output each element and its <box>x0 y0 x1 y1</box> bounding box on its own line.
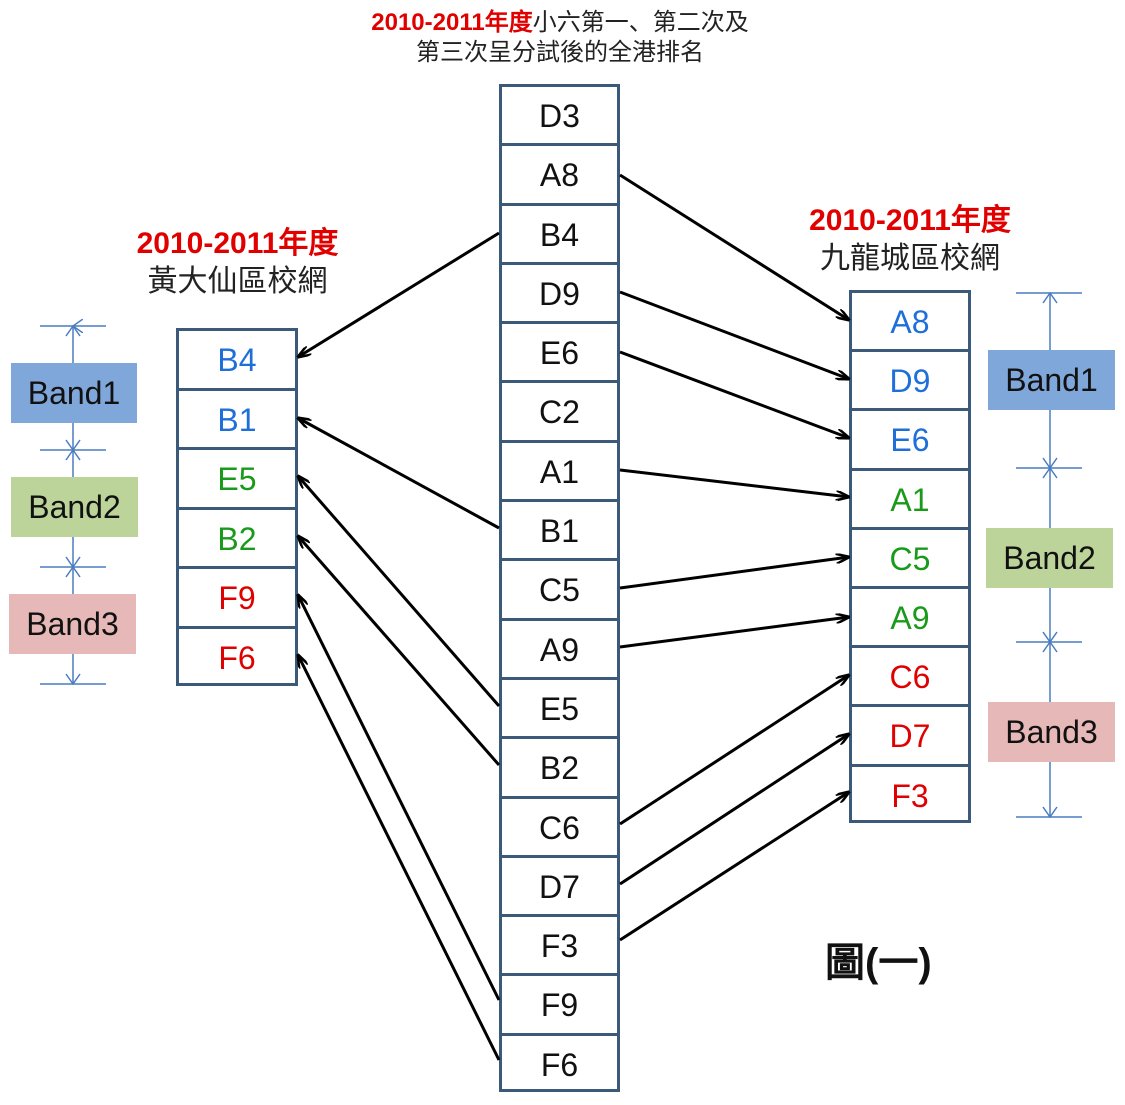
right-cell-d7: D7 <box>852 707 968 767</box>
rank-cell-a1: A1 <box>502 443 617 503</box>
right-cell-a9: A9 <box>852 589 968 649</box>
left-title-year: 2010-2011年度 <box>136 227 339 260</box>
arrow-c5-to-right <box>619 557 849 590</box>
left-cell-f9: F9 <box>179 569 295 629</box>
rank-cell-e5: E5 <box>502 680 617 740</box>
right-band1-label: Band1 <box>988 350 1115 410</box>
right-cell-a1: A1 <box>852 471 968 530</box>
arrow-b4-to-left <box>298 231 500 357</box>
rank-cell-b2: B2 <box>502 739 617 799</box>
arrow-d9-to-right <box>619 290 849 379</box>
left-cell-b4: B4 <box>179 331 295 391</box>
left-band1-label: Band1 <box>11 363 137 423</box>
territory-ranking-column: D3 A8 B4 D9 E6 C2 A1 B1 C5 A9 E5 B2 C6 D… <box>499 84 620 1092</box>
rank-cell-b4: B4 <box>502 206 617 265</box>
right-network-column: A8 D9 E6 A1 C5 A9 C6 D7 F3 <box>849 290 971 823</box>
rank-cell-c5: C5 <box>502 561 617 621</box>
arrow-f9-to-left <box>298 595 501 1001</box>
arrow-a1-to-right <box>619 468 849 497</box>
right-band2-label: Band2 <box>986 528 1113 588</box>
rank-cell-f9: F9 <box>502 976 617 1036</box>
arrow-c6-to-right <box>619 675 849 826</box>
arrow-a9-to-right <box>619 617 849 649</box>
rank-cell-f6: F6 <box>540 1046 579 1083</box>
rank-cell-d9: D9 <box>502 265 617 325</box>
arrow-f3-to-right <box>619 792 849 942</box>
figure-label: 圖(一) <box>825 941 932 985</box>
right-cell-d9: D9 <box>852 352 968 412</box>
arrow-b2-to-left <box>298 536 501 766</box>
arrow-a8-to-right <box>619 173 849 320</box>
arrow-f6-to-left <box>298 655 501 1061</box>
main-title-rest: 小六第一、第二次及 <box>532 9 749 36</box>
main-title-year: 2010-2011年度 <box>371 9 533 36</box>
main-title: 2010-2011年度小六第一、第二次及 第三次呈分試後的全港排名 <box>330 8 790 68</box>
right-cell-c6: C6 <box>852 648 968 708</box>
arrow-b1-to-left <box>298 418 500 530</box>
rank-cell-e6: E6 <box>502 324 617 384</box>
right-band3-label: Band3 <box>988 702 1115 762</box>
left-band3-label: Band3 <box>9 594 136 654</box>
main-title-line2: 第三次呈分試後的全港排名 <box>416 39 704 66</box>
left-cell-f6: F6 <box>218 639 256 676</box>
main-title-line1: 2010-2011年度小六第一、第二次及 <box>330 8 790 38</box>
rank-cell-d3: D3 <box>502 87 617 147</box>
rank-cell-b1: B1 <box>502 502 617 562</box>
left-network-column: B4 B1 E5 B2 F9 F6 <box>176 328 298 686</box>
arrow-e6-to-right <box>619 350 849 438</box>
rank-cell-c2: C2 <box>502 383 617 443</box>
left-band2-label: Band2 <box>11 477 138 537</box>
left-network-title: 2010-2011年度 黃大仙區校網 <box>100 225 375 301</box>
right-band-range-markers <box>1016 291 1082 819</box>
right-cell-f3: F3 <box>891 777 929 814</box>
right-cell-e6: E6 <box>852 411 968 471</box>
left-cell-b1: B1 <box>179 391 295 450</box>
rank-cell-a8: A8 <box>502 146 617 206</box>
left-title-name: 黃大仙區校網 <box>147 265 328 298</box>
arrow-e5-to-left <box>298 476 501 707</box>
right-cell-c5: C5 <box>852 530 968 589</box>
arrow-d7-to-right <box>619 734 849 886</box>
right-title-year: 2010-2011年度 <box>809 204 1011 237</box>
rank-cell-d7: D7 <box>502 858 617 918</box>
left-cell-e5: E5 <box>179 450 295 510</box>
right-network-title: 2010-2011年度 九龍城區校網 <box>770 202 1050 278</box>
left-cell-b2: B2 <box>179 510 295 569</box>
rank-cell-a9: A9 <box>502 621 617 680</box>
rank-cell-f3: F3 <box>502 917 617 977</box>
right-cell-a8: A8 <box>852 293 968 353</box>
left-band-range-markers <box>40 326 106 686</box>
rank-cell-c6: C6 <box>502 799 617 858</box>
right-title-name: 九龍城區校網 <box>820 242 1000 275</box>
